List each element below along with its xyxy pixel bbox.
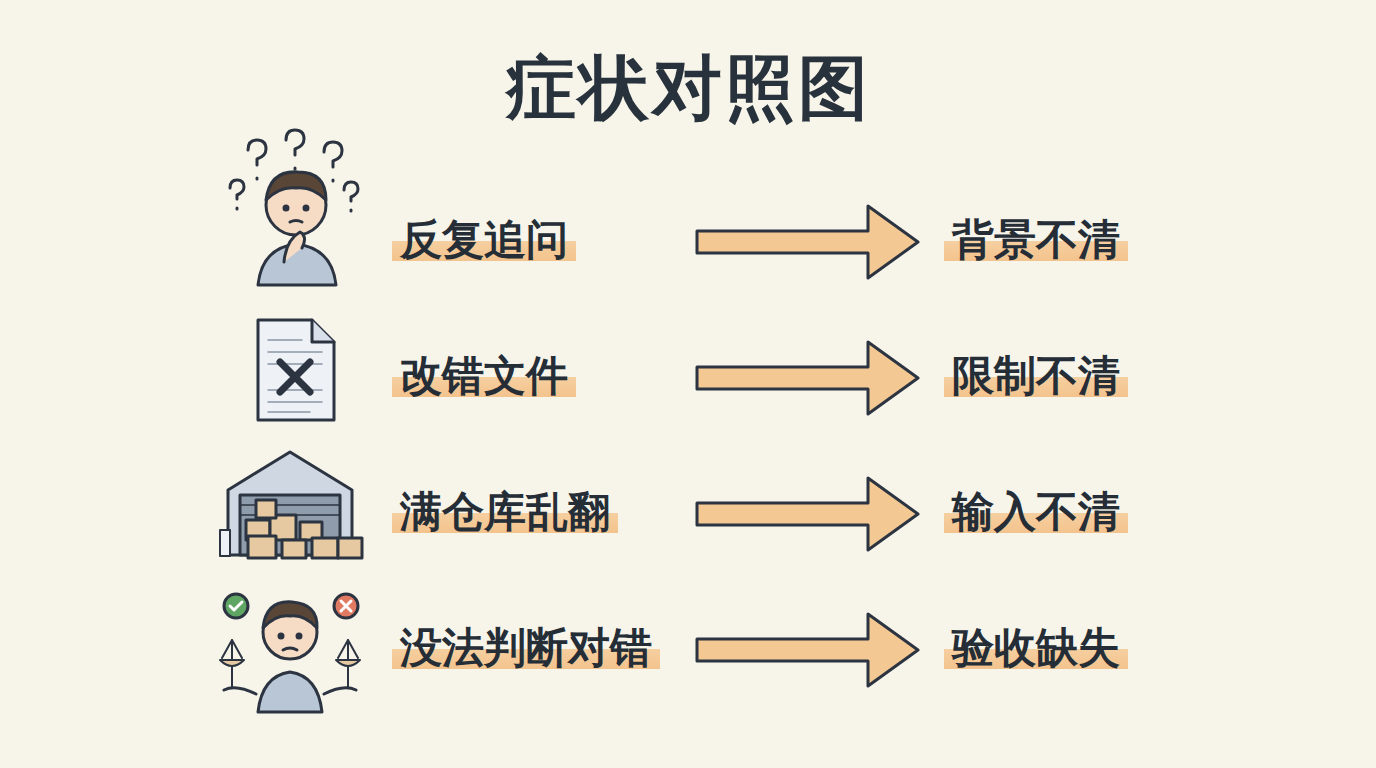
arrow-shape — [697, 478, 918, 550]
cause-label: 输入不清 — [944, 486, 1128, 539]
arrow-connector — [697, 206, 918, 278]
warehouse-icon — [220, 452, 362, 558]
cause-label: 背景不清 — [944, 214, 1128, 267]
symptom-label: 改错文件 — [392, 350, 576, 403]
symptom-label: 反复追问 — [392, 214, 576, 267]
symptom-label: 没法判断对错 — [392, 622, 660, 675]
diagram-title: 症状对照图 — [0, 42, 1376, 136]
confused-person-icon — [230, 130, 358, 285]
label-text: 验收缺失 — [952, 623, 1120, 672]
cause-label: 验收缺失 — [944, 622, 1128, 675]
cause-label: 限制不清 — [944, 350, 1128, 403]
arrow-shape — [697, 342, 918, 414]
symptom-label: 满仓库乱翻 — [392, 486, 618, 539]
wrong-document-icon — [258, 320, 334, 420]
label-text: 反复追问 — [400, 215, 568, 264]
label-text: 限制不清 — [952, 351, 1120, 400]
arrow-shape — [697, 614, 918, 686]
arrow-connector — [697, 478, 918, 550]
label-text: 输入不清 — [952, 487, 1120, 536]
arrow-connector — [697, 614, 918, 686]
label-text: 没法判断对错 — [400, 623, 652, 672]
arrow-connector — [697, 342, 918, 414]
judging-person-icon — [220, 594, 360, 712]
label-text: 满仓库乱翻 — [400, 487, 610, 536]
label-text: 背景不清 — [952, 215, 1120, 264]
label-text: 改错文件 — [400, 351, 568, 400]
arrow-shape — [697, 206, 918, 278]
